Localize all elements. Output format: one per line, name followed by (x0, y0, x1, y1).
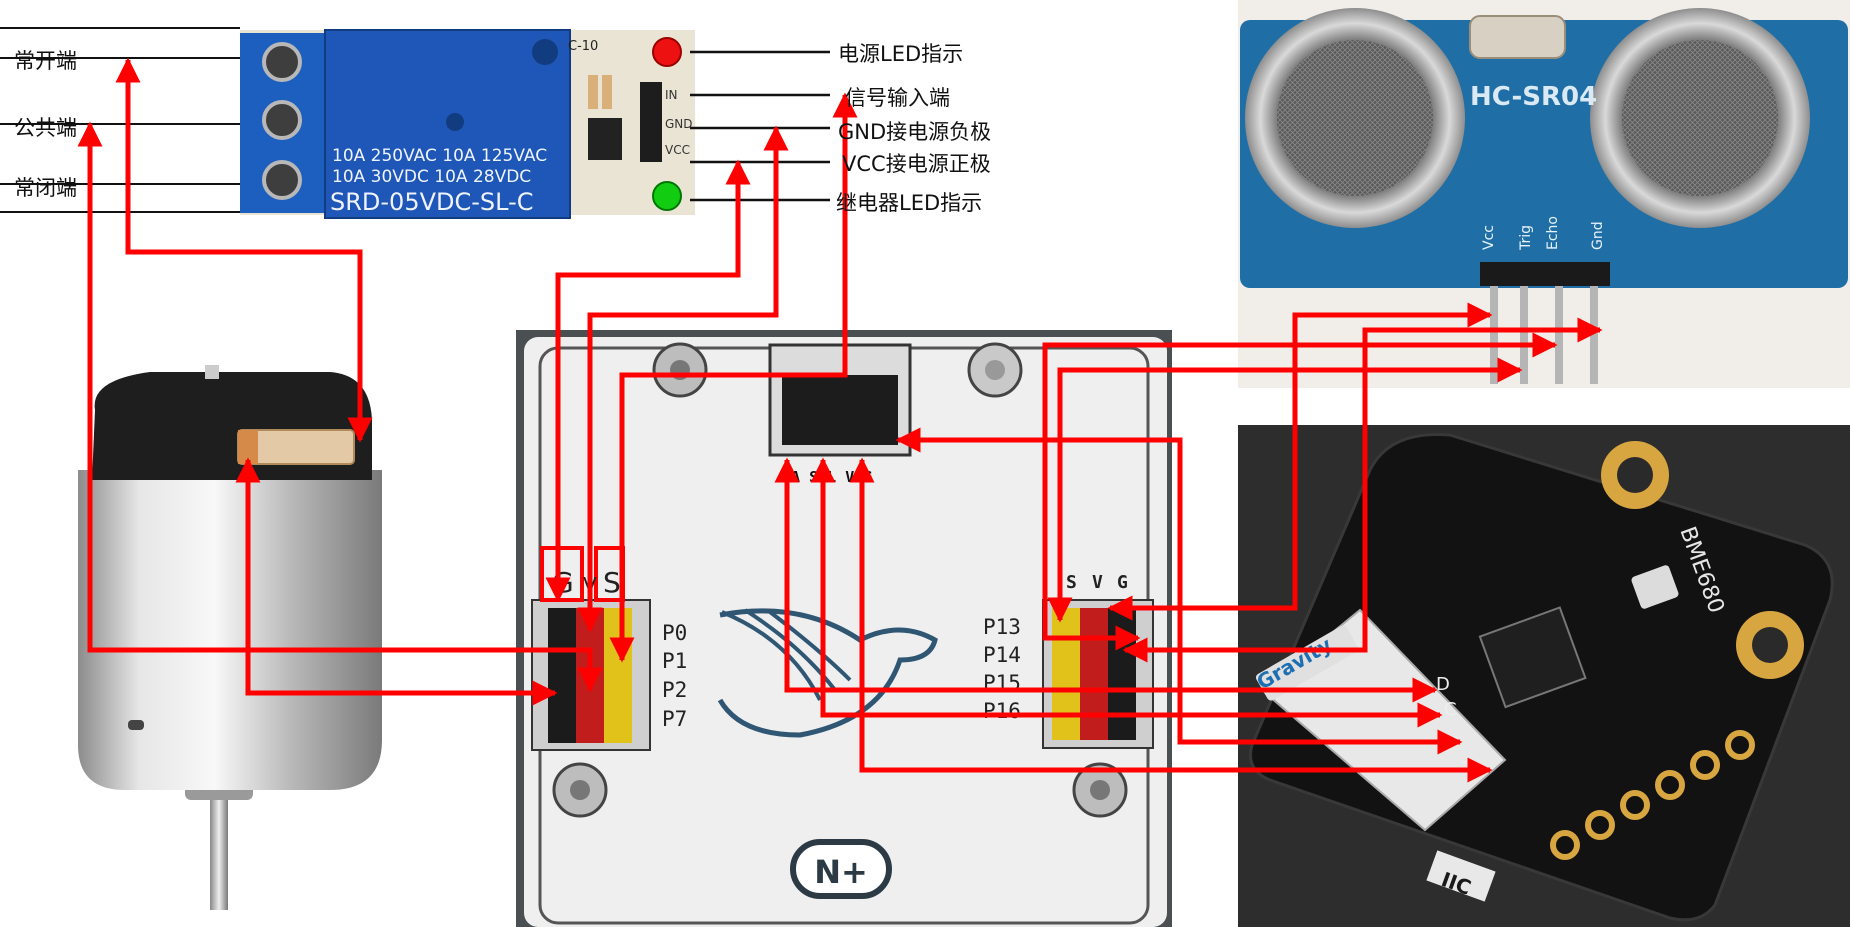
bme680-pad (1550, 830, 1580, 860)
relay-led (652, 181, 682, 211)
bme680-pin-d: D (1436, 674, 1450, 695)
ultrasonic-pin-vcc: Vcc (1481, 225, 1497, 250)
motor-terminal (238, 430, 258, 464)
pin-label-p14: P14 (983, 643, 1021, 667)
motor-vent-slot (128, 720, 144, 730)
label-common: 公共端 (14, 116, 77, 140)
ultrasonic-pin-trig: Trig (1518, 225, 1534, 251)
i2c-header-label: DA SCL V G (782, 468, 872, 486)
left-header-label-s: S (603, 566, 621, 599)
label-vcc: VCC接电源正极 (842, 152, 991, 176)
motor-shaft-top (205, 365, 219, 379)
ultrasonic-pin-gnd: Gnd (1590, 221, 1606, 250)
label-relay-led: 继电器LED指示 (836, 191, 983, 215)
ultrasonic-pin (1590, 286, 1598, 384)
mount-hole (985, 360, 1005, 380)
bme680-mount (1752, 627, 1788, 663)
pin-label-p1: P1 (662, 649, 687, 673)
bme680-mount (1617, 457, 1653, 493)
pin-label-p2: P2 (662, 678, 687, 702)
nplus-logo (790, 839, 892, 899)
ultrasonic-pin (1555, 286, 1563, 384)
motor-shaft (210, 790, 228, 910)
resistor (602, 75, 612, 109)
label-power-led: 电源LED指示 (838, 42, 964, 66)
left-header-label-g: G (552, 566, 574, 599)
mount-hole (570, 780, 590, 800)
screw-terminal (262, 42, 302, 82)
ultrasonic-pin (1520, 286, 1528, 384)
right-header-ground (1108, 608, 1136, 740)
pin-mark-vcc: VCC (665, 143, 690, 157)
right-header-label-s: S (1066, 572, 1077, 593)
transducer-right-mesh (1622, 40, 1778, 196)
screw-terminal (262, 160, 302, 200)
label-normally-closed: 常闭端 (14, 176, 77, 200)
mount-hole (1090, 780, 1110, 800)
left-header-ground (548, 608, 576, 743)
pin-mark-gnd: GND (665, 117, 693, 131)
wire-v-to-plus (849, 457, 1493, 783)
wire-vcc-to-ultrasonic (1042, 332, 1558, 651)
wires (77, 57, 1603, 783)
label-signal-input: 信号输入端 (845, 86, 950, 110)
wire-in-to-left-s (609, 92, 858, 663)
pin-label-p13: P13 (983, 615, 1021, 639)
pin-label-p7: P7 (662, 707, 687, 731)
label-normally-open: 常开端 (14, 49, 77, 73)
ultrasonic-pin-echo: Echo (1545, 216, 1561, 250)
bme680-sensor: BME680 Gravity IIC D C - + (1238, 425, 1850, 927)
relay-board-code: C-10 (568, 39, 598, 54)
transistor (588, 118, 622, 160)
pin-label-p0: P0 (662, 621, 687, 645)
dc-motor (78, 365, 382, 910)
relay-rating-line: 10A 250VAC 10A 125VAC (332, 146, 547, 166)
label-gnd: GND接电源负极 (838, 120, 992, 144)
iic-tag (1426, 850, 1496, 902)
relay-model-text: SRD-05VDC-SL-C (330, 188, 534, 216)
bme680-pad (1585, 810, 1615, 840)
relay-module: 10A 250VAC 10A 125VAC 10A 30VDC 10A 28VD… (0, 27, 830, 219)
right-header-signal (1052, 608, 1080, 740)
left-header-signal (604, 608, 632, 743)
nplus-logo-text: N+ (814, 853, 868, 891)
right-header-vcc (1080, 608, 1108, 740)
relay-logo-mark (446, 113, 464, 131)
pin-label-p16: P16 (983, 699, 1021, 723)
wire-gnd-to-ultrasonic (1047, 357, 1523, 623)
right-header-label-v: V (1092, 572, 1103, 593)
i2c-pins (782, 375, 898, 445)
bme680-pad (1655, 770, 1685, 800)
screw-terminal (262, 100, 302, 140)
right-header-label-g: G (1117, 572, 1128, 593)
controller-board: DA SCL V G G V S P0 P1 P2 P7 S V G P13 P… (516, 330, 1172, 927)
power-led (652, 37, 682, 67)
relay-rating-line: 10A 30VDC 10A 28VDC (332, 167, 531, 187)
ultrasonic-header (1480, 262, 1610, 286)
bme680-pad (1620, 790, 1650, 820)
bme680-pin-c: C (1444, 699, 1457, 720)
crystal (1469, 15, 1566, 59)
bme680-pad (1690, 750, 1720, 780)
wire-motor-to-p2 (235, 457, 558, 706)
resistor (588, 75, 598, 109)
motor-can (78, 470, 382, 790)
relay-header (640, 82, 662, 162)
bme680-pad (1725, 730, 1755, 760)
bme680-sensor-can (1631, 565, 1679, 609)
transducer-left-mesh (1277, 40, 1433, 196)
pin-mark-in: IN (665, 88, 678, 102)
ultrasonic-model-text: HC-SR04 (1470, 82, 1597, 112)
relay-logo-mark (532, 39, 558, 65)
